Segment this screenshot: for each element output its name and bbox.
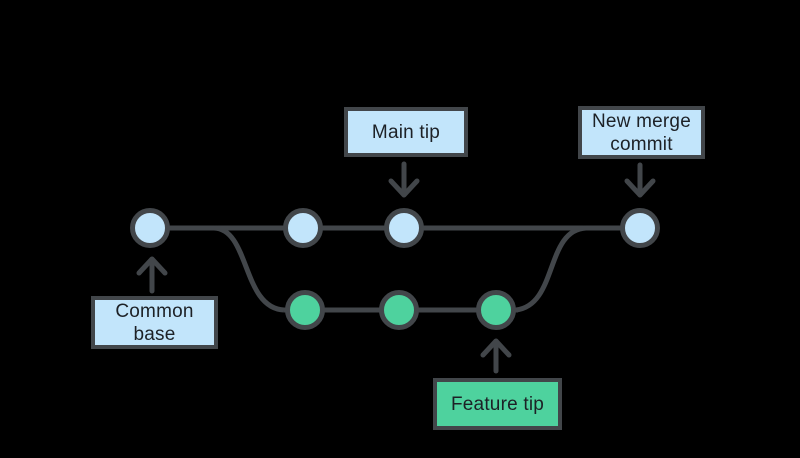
commit-node-main-2 bbox=[283, 208, 323, 248]
feature-tip-label: Feature tip bbox=[450, 393, 545, 415]
branch-out-curve bbox=[213, 225, 285, 313]
commit-node-new-merge bbox=[620, 208, 660, 248]
commit-node-main-tip bbox=[384, 208, 424, 248]
feature-tip-label-box: Feature tip bbox=[433, 378, 562, 430]
new-merge-arrow-icon bbox=[624, 162, 656, 198]
commit-node-common-base bbox=[130, 208, 170, 248]
main-tip-label-box: Main tip bbox=[344, 107, 468, 157]
common-base-label-box: Common base bbox=[91, 296, 218, 349]
main-tip-arrow-icon bbox=[388, 161, 420, 198]
common-base-arrow-icon bbox=[136, 256, 168, 294]
common-base-label: Common base bbox=[115, 300, 194, 345]
commit-node-feature-tip bbox=[476, 290, 516, 330]
new-merge-commit-label: New merge commit bbox=[592, 110, 691, 155]
new-merge-commit-label-box: New merge commit bbox=[578, 106, 705, 159]
feature-tip-arrow-icon bbox=[480, 338, 512, 374]
commit-node-feature-2 bbox=[379, 290, 419, 330]
main-tip-label: Main tip bbox=[371, 121, 441, 143]
merge-in-curve bbox=[515, 225, 587, 313]
commit-node-feature-1 bbox=[285, 290, 325, 330]
